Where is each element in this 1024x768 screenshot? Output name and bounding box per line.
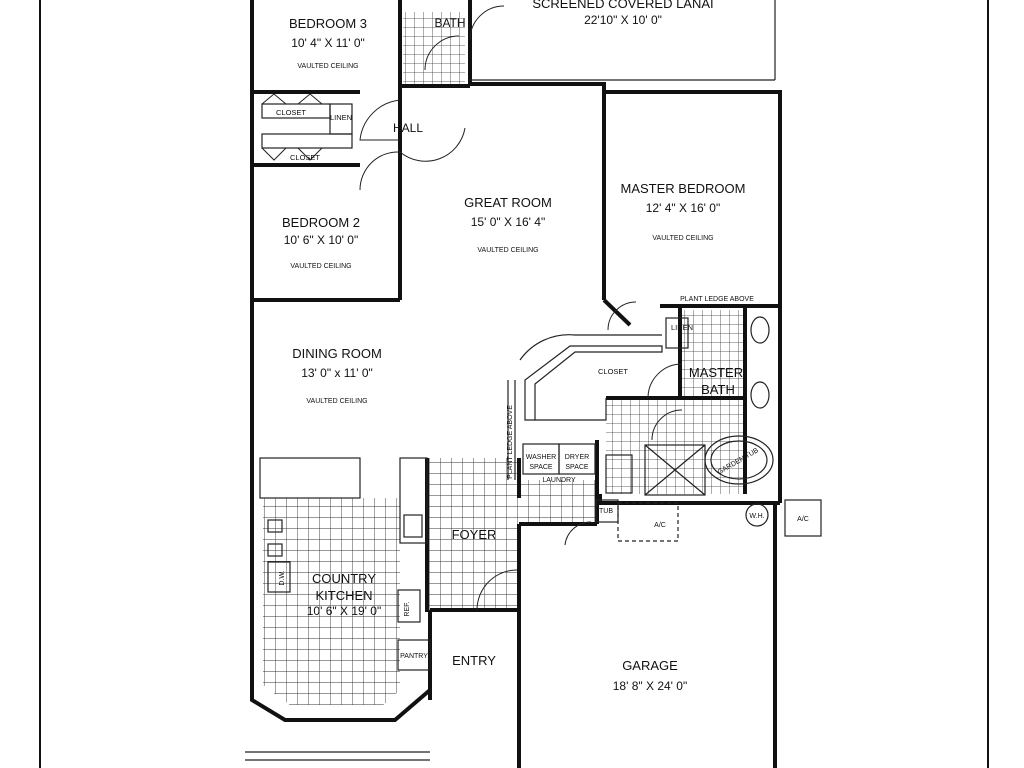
master-bath-line2: BATH <box>701 382 735 397</box>
tile-areas <box>263 12 746 705</box>
washer-line2: SPACE <box>529 464 553 471</box>
master-closet-name: CLOSET <box>598 367 628 376</box>
laundry-name: LAUNDRY <box>542 477 576 484</box>
garage-name: GARAGE <box>622 658 678 673</box>
wh-name: W.H. <box>749 513 764 520</box>
kitchen-line1: COUNTRY <box>312 571 376 586</box>
linen-master-name: LINEN <box>671 323 693 332</box>
kitchen-fixtures <box>259 457 431 671</box>
dining-dim: 13' 0" x 11' 0" <box>301 366 373 380</box>
bath-name: BATH <box>434 16 465 30</box>
tub-name: TUB <box>599 508 613 515</box>
page-frame <box>39 0 989 768</box>
bedroom3-name: BEDROOM 3 <box>289 16 367 31</box>
bedroom2-note: VAULTED CEILING <box>290 263 351 270</box>
bedroom2-dim: 10' 6" X 10' 0" <box>284 233 358 247</box>
closet-lower-name: CLOSET <box>290 153 320 162</box>
lanai-frame <box>470 0 776 81</box>
ref-name: REF. <box>404 601 411 616</box>
dw-name: D.W. <box>279 570 286 585</box>
plant-ledge-dining: PLANT LEDGE ABOVE <box>507 405 514 479</box>
dryer-line1: DRYER <box>565 454 589 461</box>
great-room-name: GREAT ROOM <box>464 195 552 210</box>
closet-details <box>261 93 353 161</box>
ac-inner-name: A/C <box>654 522 666 529</box>
garage-dim: 18' 8" X 24' 0" <box>613 679 687 693</box>
great-room-dim: 15' 0" X 16' 4" <box>471 215 545 229</box>
kitchen-dim: 10' 6" X 19' 0" <box>307 604 381 618</box>
foyer-name: FOYER <box>452 527 497 542</box>
master-closet-shape <box>507 334 663 480</box>
great-room-note: VAULTED CEILING <box>477 247 538 254</box>
ac-outer-name: A/C <box>797 516 809 523</box>
walls <box>250 0 782 768</box>
lanai-name: SCREENED COVERED LANAI <box>532 0 713 11</box>
lanai-dim: 22'10" X 10' 0" <box>584 13 662 27</box>
dining-note: VAULTED CEILING <box>306 398 367 405</box>
dining-name: DINING ROOM <box>292 346 382 361</box>
master-bath-line1: MASTER <box>689 365 743 380</box>
kitchen-line2: KITCHEN <box>315 588 372 603</box>
bedroom2-name: BEDROOM 2 <box>282 215 360 230</box>
master-bedroom-dim: 12' 4" X 16' 0" <box>646 201 720 215</box>
entry-name: ENTRY <box>452 653 496 668</box>
washer-line1: WASHER <box>526 454 556 461</box>
closet-upper-name: CLOSET <box>276 108 306 117</box>
master-bedroom-note: VAULTED CEILING <box>652 235 713 242</box>
door-swings <box>359 5 683 611</box>
dryer-line2: SPACE <box>565 464 589 471</box>
linen-hall-name: LINEN <box>330 113 352 122</box>
master-bath-fixtures <box>644 316 774 496</box>
pantry-name: PANTRY <box>400 653 428 660</box>
bottom-details <box>245 751 430 761</box>
laundry-utility <box>522 443 822 542</box>
master-bedroom-name: MASTER BEDROOM <box>621 181 746 196</box>
plant-ledge-master: PLANT LEDGE ABOVE <box>680 296 754 303</box>
hall-name: HALL <box>393 121 423 135</box>
bedroom3-dim: 10' 4" X 11' 0" <box>291 36 365 50</box>
bedroom3-note: VAULTED CEILING <box>297 63 358 70</box>
